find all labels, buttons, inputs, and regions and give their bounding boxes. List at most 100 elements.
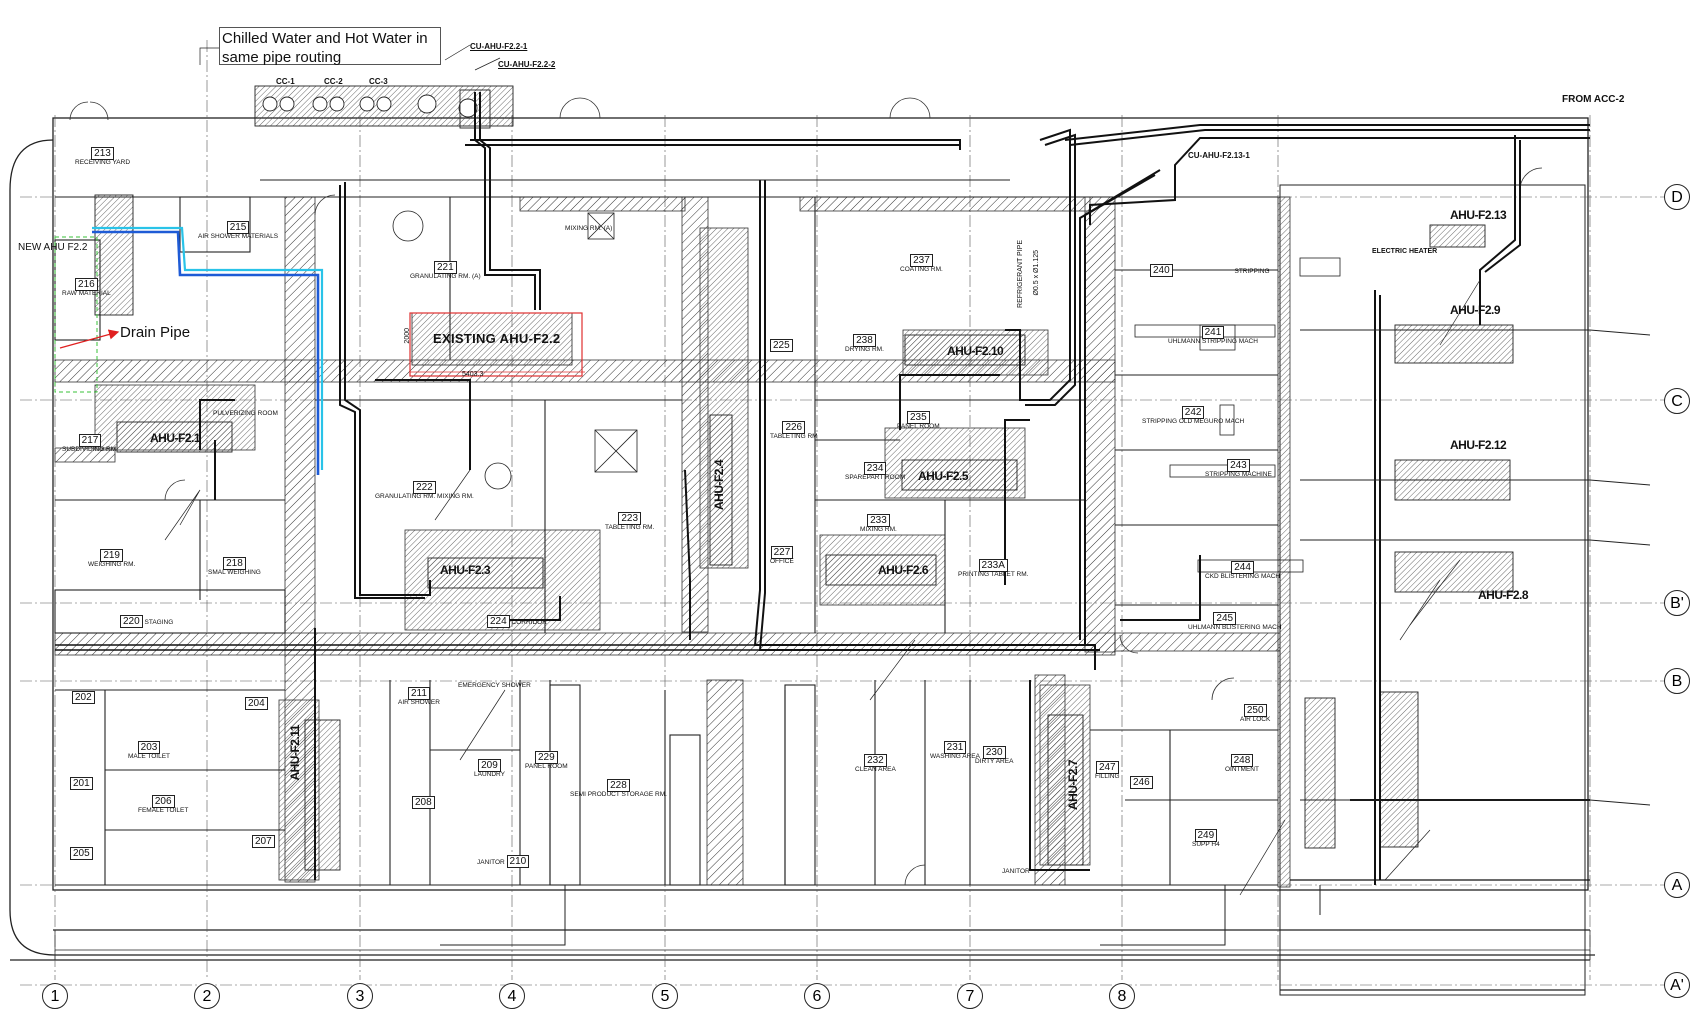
from-acc-label: FROM ACC-2	[1562, 94, 1625, 105]
condensing-units	[254, 85, 514, 129]
grid-col-3: 3	[347, 983, 373, 1009]
grid-col-6: 6	[804, 983, 830, 1009]
building-outline	[9, 117, 1595, 996]
electric-heater-label: ELECTRIC HEATER	[1372, 248, 1438, 255]
cc2-label: CC-2	[324, 77, 343, 86]
room-224: 224 CORRIDOR	[487, 615, 547, 628]
piping-thin	[260, 179, 1651, 946]
mixing-rm-a-label: MIXING RM. (A)	[565, 225, 613, 232]
chilled-water-pipe	[92, 226, 324, 475]
pipe-dim-label: Ø0.5 x Ø1.125	[1033, 250, 1040, 296]
ahu-f29-label: AHU-F2.9	[1450, 303, 1501, 317]
dim-5403: 5403.3	[462, 371, 484, 378]
grid-row-b: B	[1664, 668, 1690, 694]
grid-row-b-prime: B'	[1664, 590, 1690, 616]
room-220: 220 STAGING	[120, 615, 173, 628]
ahu-f210-label: AHU-F2.10	[947, 344, 1004, 358]
drain-pipe-label: Drain Pipe	[120, 324, 191, 341]
callout-line-1: Chilled Water and Hot Water in	[222, 30, 428, 47]
ahu-f24-label: AHU-F2.4	[712, 460, 726, 511]
room-240: 240 STRIPPING	[1150, 264, 1270, 277]
cu-right-label: CU-AHU-F2.13-1	[1188, 151, 1250, 160]
room-225: 225	[770, 339, 793, 352]
grid-col-7: 7	[957, 983, 983, 1009]
cu-top-1-label: CU-AHU-F2.2-1	[470, 42, 528, 51]
new-ahu-label: NEW AHU F2.2	[18, 242, 88, 253]
leader-lines	[164, 44, 1481, 896]
grid-col-1: 1	[42, 983, 68, 1009]
pipe-routing-callout: Chilled Water and Hot Water in same pipe…	[219, 27, 441, 66]
cu-top-2-label: CU-AHU-F2.2-2	[498, 60, 556, 69]
grid-col-4: 4	[499, 983, 525, 1009]
existing-ahu-label: EXISTING AHU-F2.2	[433, 331, 561, 346]
ahu-f211-label: AHU-F2.11	[288, 725, 302, 781]
room-202: 202	[72, 691, 95, 704]
dim-2000: 2000	[404, 328, 411, 344]
ahu-f28-label: AHU-F2.8	[1478, 588, 1529, 602]
callout-line-2: same pipe routing	[222, 49, 342, 66]
refrigerant-pipe-label: REFRIGERANT PIPE	[1017, 240, 1024, 308]
ahu-f23-label: AHU-F2.3	[440, 563, 491, 577]
room-205: 205	[70, 847, 93, 860]
ahu-f27-label: AHU-F2.7	[1066, 760, 1080, 811]
drain-pipe-arrow	[59, 329, 120, 349]
room-201: 201	[70, 777, 93, 790]
room-207: 207	[252, 835, 275, 848]
ahu-units	[116, 224, 1514, 871]
grid-row-a: A	[1664, 872, 1690, 898]
existing-ahu-f22	[409, 312, 585, 377]
ahu-f21-label: AHU-F2.1	[150, 431, 201, 445]
janitor-2-label: JANITOR	[1002, 868, 1030, 875]
room-210: JANITOR 210	[477, 855, 530, 868]
dimension-lines	[54, 930, 1591, 960]
door-swings	[69, 97, 1543, 886]
ahu-f26-label: AHU-F2.6	[878, 563, 929, 577]
room-246: 246	[1130, 776, 1153, 789]
ahu-f212-label: AHU-F2.12	[1450, 438, 1507, 452]
grid-col-5: 5	[652, 983, 678, 1009]
cc1-label: CC-1	[276, 77, 295, 86]
ahu-f213-label: AHU-F2.13	[1450, 208, 1507, 222]
hatched-walls	[54, 196, 1291, 888]
new-ahu-f22	[54, 194, 134, 393]
room-204: 204	[245, 697, 268, 710]
room-212: EMERGENCY SHOWER	[458, 682, 531, 689]
grid-row-a-prime: A'	[1664, 972, 1690, 998]
room-208: 208	[412, 796, 435, 809]
grid-col-2: 2	[194, 983, 220, 1009]
